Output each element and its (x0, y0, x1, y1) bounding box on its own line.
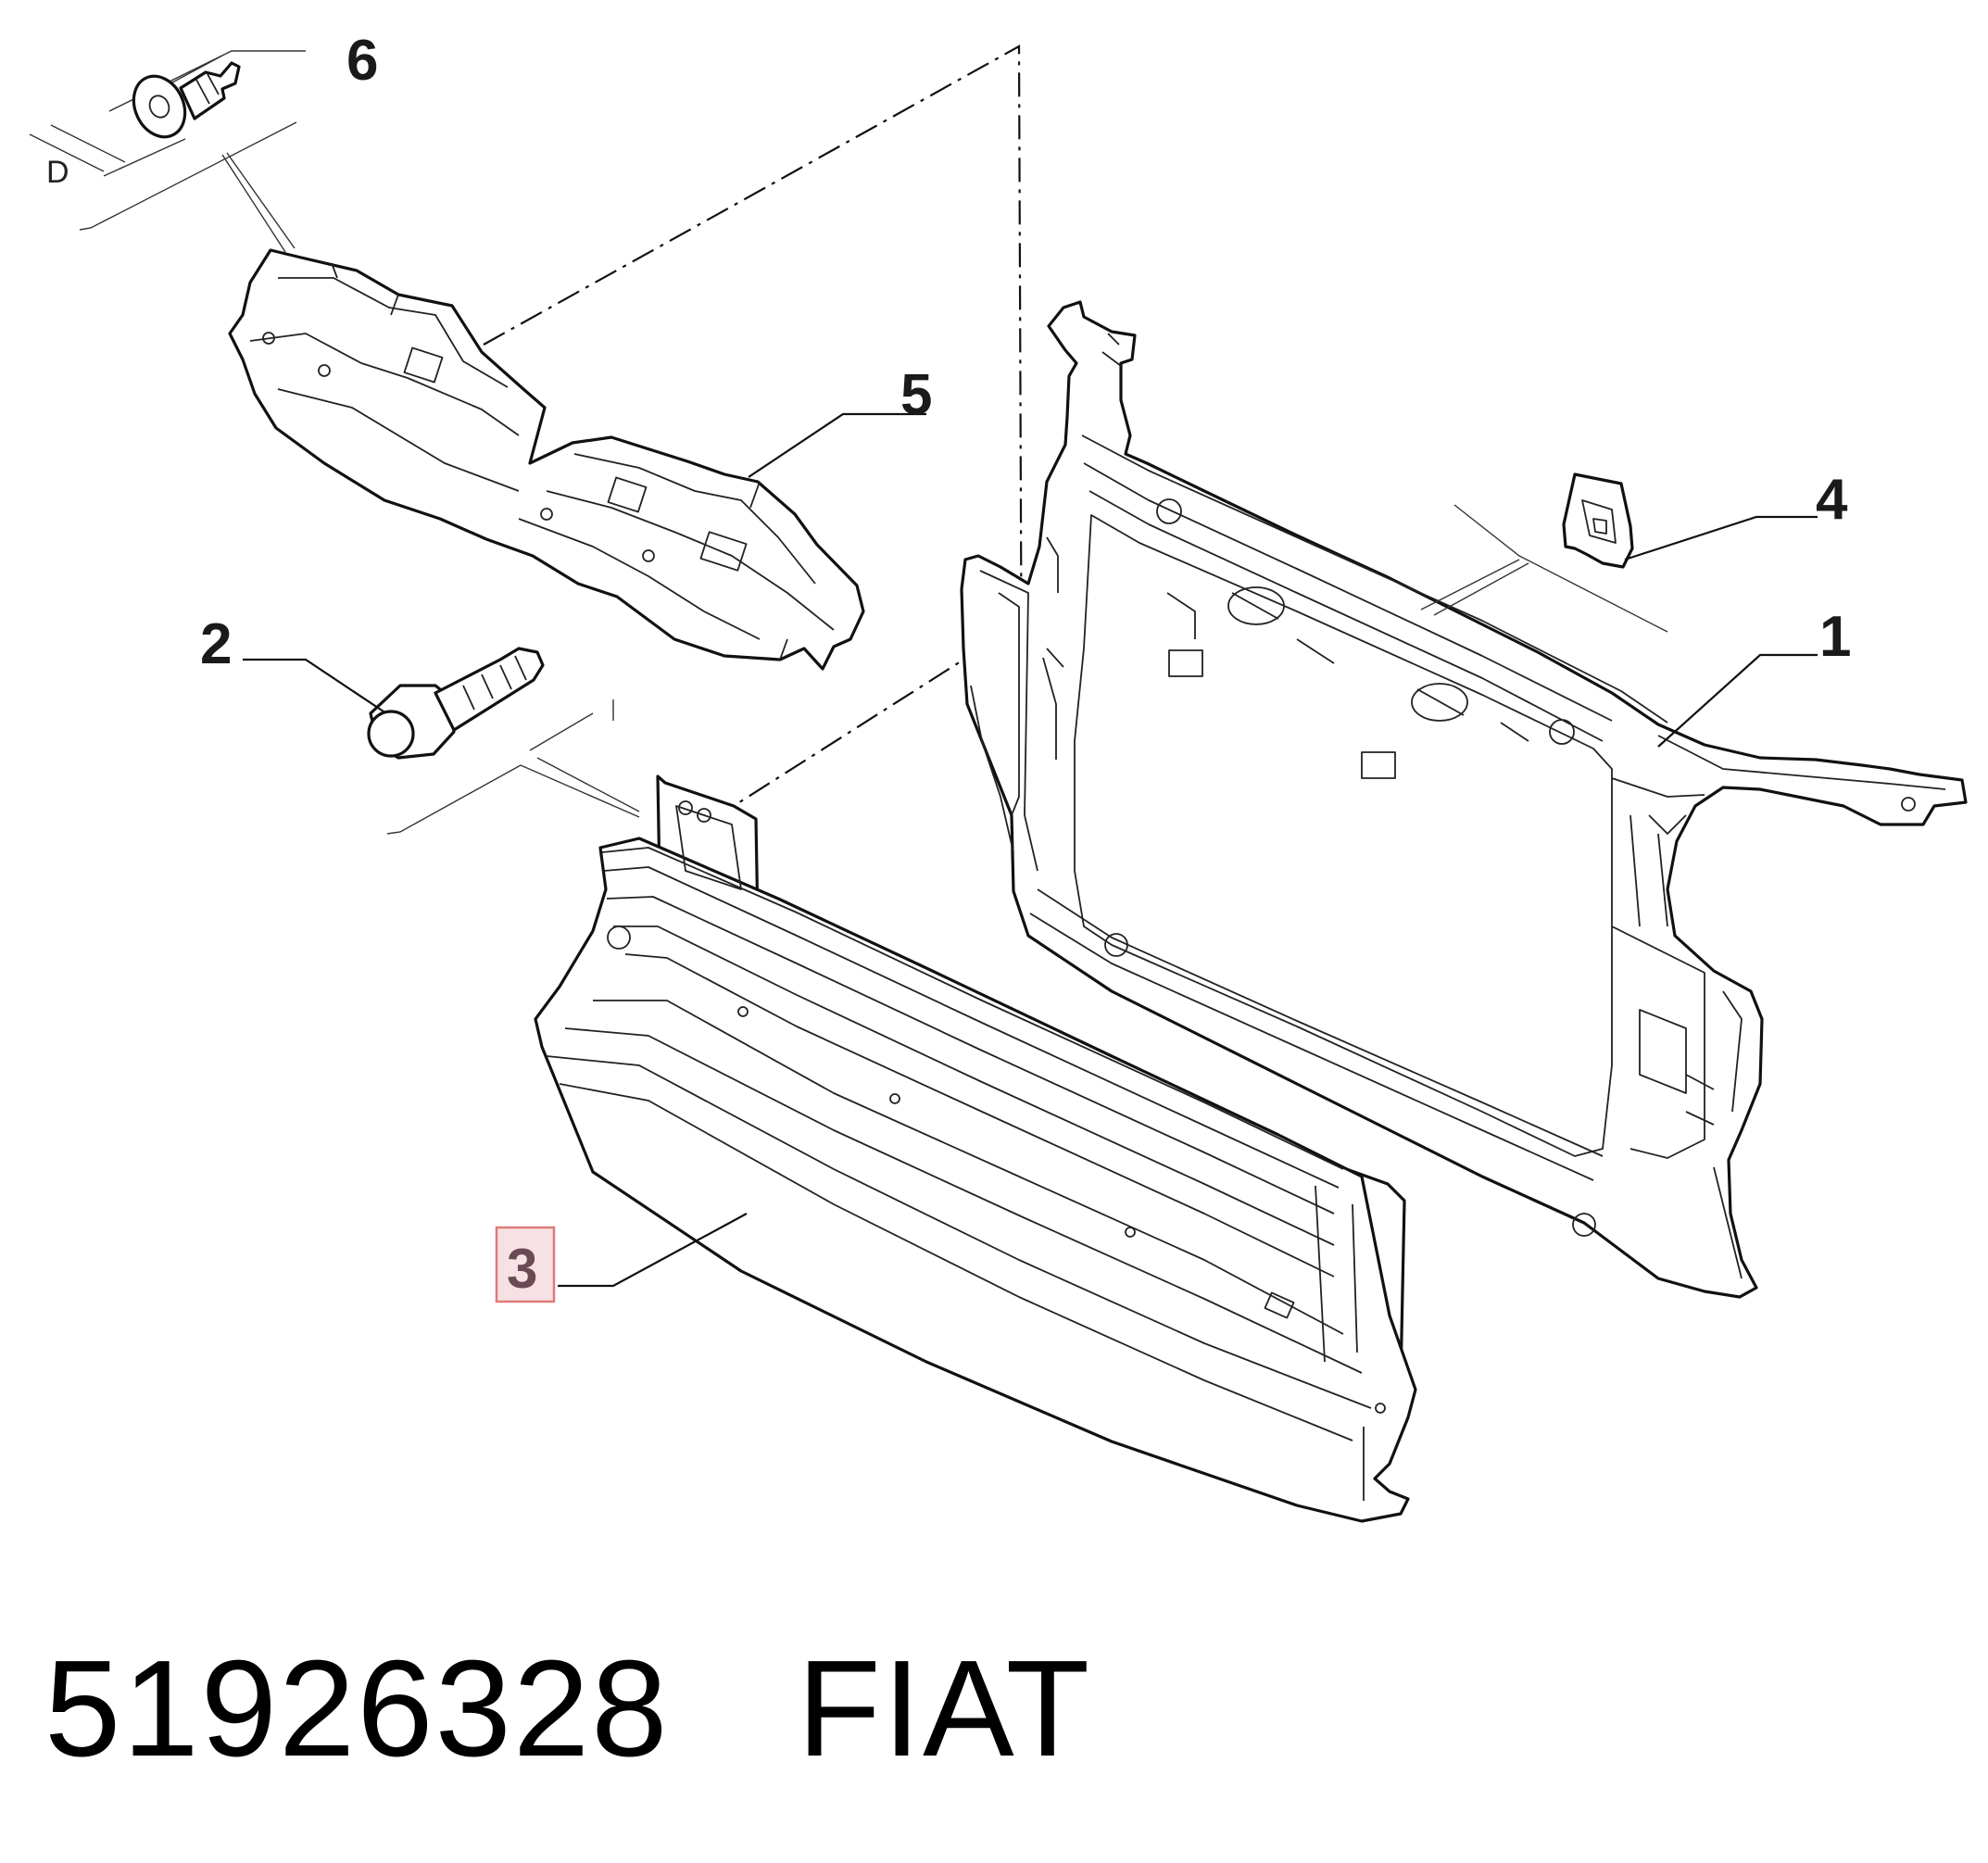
part-4-clip-nut[interactable] (1562, 472, 1634, 569)
callout-6[interactable]: 6 (346, 29, 378, 93)
part-1-front-end-carrier[interactable] (960, 300, 1968, 1299)
part-3-leader-bracket (386, 699, 640, 835)
part-1-leader (1657, 653, 1818, 748)
part-3-bumper-beam[interactable] (534, 774, 1417, 1523)
part-5-leader (748, 412, 926, 478)
part-5-air-deflector[interactable] (228, 248, 865, 671)
callout-3[interactable]: 3 (507, 1238, 537, 1300)
callout-3-highlight-box[interactable] (495, 1226, 556, 1303)
dimension-label-D: D (46, 155, 69, 190)
part-4-leader (1624, 515, 1818, 561)
part-6-leader-bracket (79, 121, 297, 253)
callout-4[interactable]: 4 (1816, 468, 1848, 532)
callout-2[interactable]: 2 (200, 612, 232, 676)
part-6-pin-fastener[interactable] (29, 50, 306, 177)
part-3-leader (558, 1213, 748, 1288)
brand-name: FIAT (797, 1632, 1092, 1785)
part-2-bolt[interactable] (367, 647, 545, 760)
caption: 51926328 FIAT (44, 1630, 1091, 1788)
part-number: 51926328 (44, 1632, 670, 1785)
part-1-leader-bracket (1420, 504, 1668, 633)
callout-1[interactable]: 1 (1819, 605, 1851, 669)
callout-5[interactable]: 5 (900, 363, 932, 427)
part-2-leader (243, 658, 384, 712)
